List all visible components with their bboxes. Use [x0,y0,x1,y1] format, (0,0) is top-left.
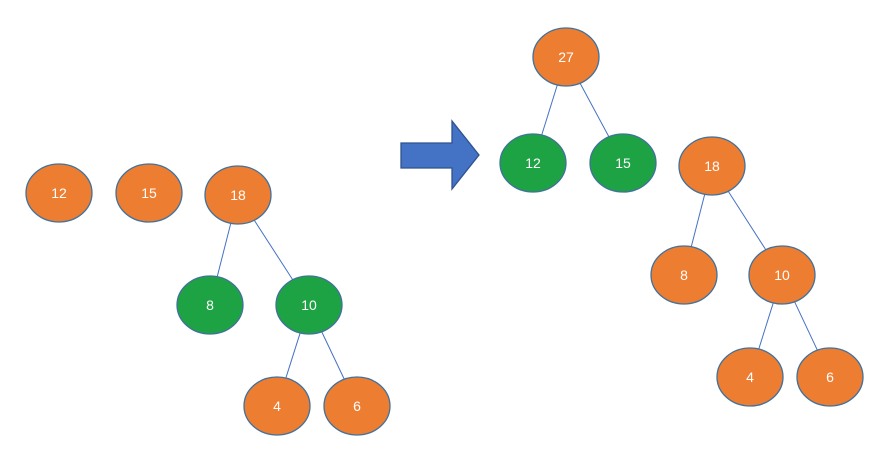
before-node-10: 10 [275,275,343,335]
before-node-ellipse [115,163,183,223]
after-node-6: 6 [796,347,864,407]
after-edge-a18-a10 [727,190,767,251]
after-edge-a18-a8 [690,194,706,247]
after-node-label: 27 [558,49,574,65]
after-node-15: 15 [589,133,657,193]
before-node-label: 15 [141,185,157,201]
before-node-ellipse [204,165,272,225]
before-edge-b10-b6 [321,331,345,380]
before-node-label: 6 [353,398,361,414]
after-node-label: 8 [680,267,688,283]
before-node-ellipse [323,376,391,436]
after-node-ellipse [748,245,816,305]
after-node-label: 10 [774,267,790,283]
before-node-12: 12 [25,163,93,223]
right-arrow-icon [400,119,480,191]
before-node-ellipse [275,275,343,335]
after-node-8: 8 [650,245,718,305]
before-edge-b18-b8 [216,223,232,277]
before-node-label: 12 [51,185,67,201]
before-node-6: 6 [323,376,391,436]
after-edge-a10-a4 [758,302,774,350]
after-node-ellipse [716,347,784,407]
before-node-ellipse [176,275,244,335]
after-edge-a27-a12 [541,84,558,136]
before-node-15: 15 [115,163,183,223]
before-edge-b10-b4 [285,332,301,379]
before-node-ellipse [243,376,311,436]
before-edge-b18-b10 [253,219,294,281]
after-node-10: 10 [748,245,816,305]
after-node-4: 4 [716,347,784,407]
before-node-label: 10 [301,297,317,313]
before-node-18: 18 [204,165,272,225]
after-node-ellipse [650,245,718,305]
before-node-4: 4 [243,376,311,436]
after-node-label: 4 [746,369,754,385]
after-node-ellipse [532,27,600,87]
after-node-label: 12 [525,155,541,171]
before-node-label: 8 [206,297,214,313]
before-node-label: 18 [230,187,246,203]
after-node-ellipse [589,133,657,193]
after-node-ellipse [796,347,864,407]
after-node-12: 12 [499,133,567,193]
after-node-18: 18 [678,136,746,196]
nodes-layer: 12 15 18 8 10 4 6 27 12 15 18 8 10 4 6 [25,27,864,436]
after-node-ellipse [499,133,567,193]
before-node-ellipse [25,163,93,223]
before-node-8: 8 [176,275,244,335]
after-node-ellipse [678,136,746,196]
after-node-27: 27 [532,27,600,87]
after-node-label: 6 [826,369,834,385]
after-edge-a27-a15 [579,82,610,138]
after-node-label: 18 [704,158,720,174]
edges-layer [216,82,818,380]
after-node-label: 15 [615,155,631,171]
before-node-label: 4 [273,398,281,414]
after-edge-a10-a6 [794,301,818,351]
